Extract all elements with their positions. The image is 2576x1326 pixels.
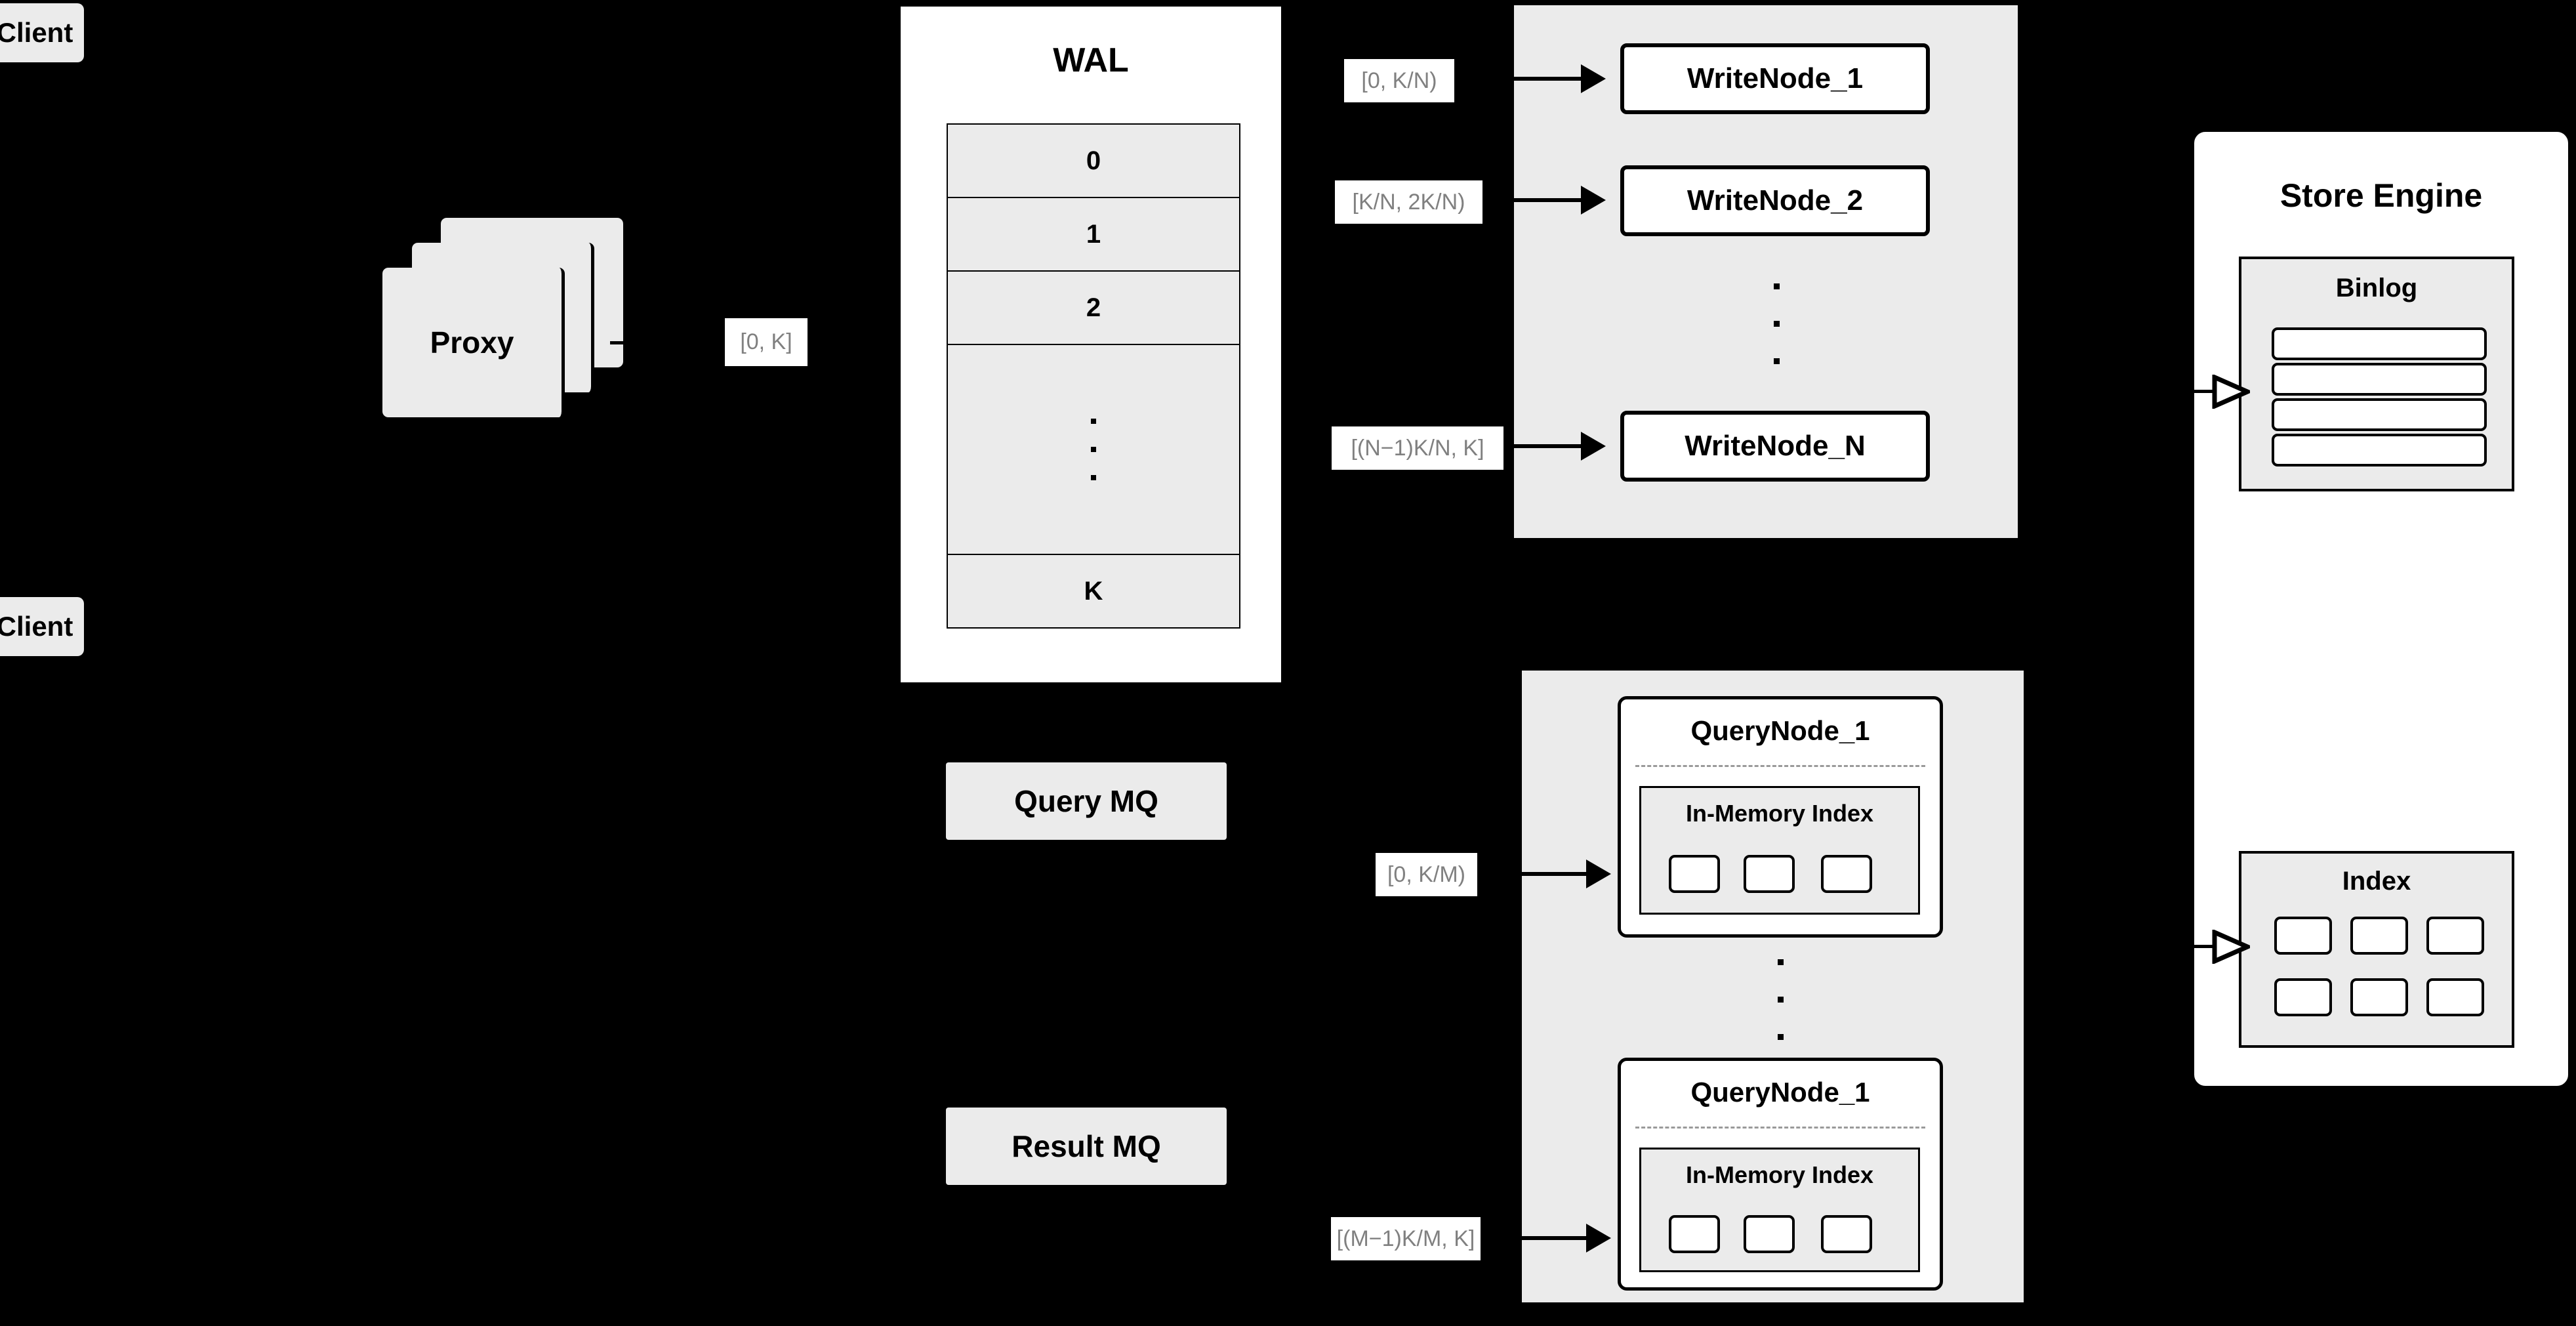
write-node-n-arrow-line [1503,444,1582,448]
index-cell[interactable] [2274,917,2332,955]
client-label-1: Client [0,17,73,48]
index-cell[interactable] [1669,1215,1720,1253]
index-cell[interactable] [2274,978,2332,1016]
index-cell[interactable] [1744,1215,1795,1253]
write-node-2-range-label: [K/N, 2K/N) [1335,180,1482,224]
index-cell[interactable] [1744,855,1795,893]
ellipsis-dot [1774,321,1780,327]
query-node-2-range-label: [(M−1)K/M, K] [1331,1217,1481,1260]
index-arrow-line [2189,945,2215,948]
index-arrowhead-open [2212,930,2250,964]
query-cluster-panel: QueryNode_1 In-Memory Index QueryNode_1 … [1522,671,2024,1302]
result-mq-box[interactable]: Result MQ [946,1108,1227,1185]
binlog-row[interactable] [2272,398,2487,431]
query-node-2-arrowhead [1586,1224,1611,1253]
write-cluster-panel: WriteNode_1 WriteNode_2 WriteNode_N [1514,5,2018,538]
write-node-n[interactable]: WriteNode_N [1620,411,1930,482]
binlog-row[interactable] [2272,363,2487,396]
binlog-row[interactable] [2272,327,2487,360]
query-node-2-in-memory-index: In-Memory Index [1639,1148,1920,1272]
index-cell[interactable] [2426,978,2484,1016]
proxy-range-label: [0, K] [725,318,808,366]
write-node-n-arrowhead [1581,432,1606,461]
wal-title: WAL [1053,41,1129,79]
query-node-2-index-title: In-Memory Index [1685,1161,1874,1188]
write-node-n-range-label: [(N−1)K/N, K] [1332,426,1503,470]
query-node-1-divider [1635,765,1925,767]
binlog-box: Binlog [2239,257,2514,491]
ellipsis-dot [1091,475,1096,480]
query-node-1-arrow-line [1522,872,1587,876]
query-node-1-arrowhead [1586,860,1611,888]
index-cell[interactable] [1669,855,1720,893]
query-mq-label: Query MQ [1014,784,1158,818]
query-node-1[interactable]: QueryNode_1 In-Memory Index [1618,696,1943,938]
index-cell[interactable] [1821,855,1872,893]
store-engine-panel: Store Engine Binlog Index [2191,129,2571,1089]
wal-row-k[interactable]: K [1084,576,1103,606]
write-node-1-range-label: [0, K/N) [1344,59,1454,102]
ellipsis-dot [1778,1034,1784,1040]
query-cluster-ellipsis [1778,959,1784,1040]
ellipsis-dot [1778,959,1784,965]
client-label-2: Client [0,611,73,642]
wal-panel: WAL 0 1 2 K [897,3,1284,686]
ellipsis-dot [1778,997,1784,1003]
index-title: Index [2342,867,2411,896]
binlog-row[interactable] [2272,434,2487,466]
query-node-2-divider [1635,1127,1925,1129]
query-node-1-range-label: [0, K/M) [1376,853,1477,896]
wal-table: 0 1 2 K [947,123,1240,629]
ellipsis-dot [1091,419,1096,424]
index-box: Index [2239,851,2514,1048]
ellipsis-dot [1091,447,1096,452]
query-mq-box[interactable]: Query MQ [946,762,1227,840]
wal-row-0[interactable]: 0 [948,125,1239,198]
ellipsis-dot [1774,358,1780,364]
binlog-arrowhead-open [2212,375,2250,409]
proxy-connector-stub [610,341,669,344]
write-node-2-arrow-line [1482,198,1582,202]
wal-row-ellipsis [948,345,1239,555]
write-cluster-ellipsis [1774,283,1780,364]
query-node-2-title: QueryNode_1 [1690,1077,1870,1108]
query-node-1-index-title: In-Memory Index [1685,800,1874,827]
index-cell[interactable] [2350,917,2408,955]
index-cell[interactable] [1821,1215,1872,1253]
store-engine-title: Store Engine [2280,177,2483,214]
write-node-1-arrowhead [1581,64,1606,93]
wal-row-1[interactable]: 1 [948,198,1239,272]
query-node-1-in-memory-index: In-Memory Index [1639,786,1920,915]
binlog-title: Binlog [2335,274,2418,302]
write-node-2-arrowhead [1581,186,1606,215]
binlog-arrow-line [2189,390,2215,393]
query-node-2[interactable]: QueryNode_1 In-Memory Index [1618,1058,1943,1291]
write-node-1-arrow-line [1458,77,1582,81]
write-node-1[interactable]: WriteNode_1 [1620,43,1930,114]
query-node-1-title: QueryNode_1 [1690,715,1870,746]
client-box-1[interactable]: Client [0,3,84,62]
ellipsis-dot [1774,283,1780,289]
proxy-stack-card-front[interactable]: Proxy [382,268,565,417]
result-mq-label: Result MQ [1012,1129,1161,1163]
client-box-2[interactable]: Client [0,597,84,656]
proxy-label: Proxy [430,325,514,360]
wal-row-2[interactable]: 2 [948,272,1239,345]
query-node-2-arrow-line [1522,1236,1587,1240]
index-cell[interactable] [2426,917,2484,955]
index-cell[interactable] [2350,978,2408,1016]
write-node-2[interactable]: WriteNode_2 [1620,165,1930,236]
